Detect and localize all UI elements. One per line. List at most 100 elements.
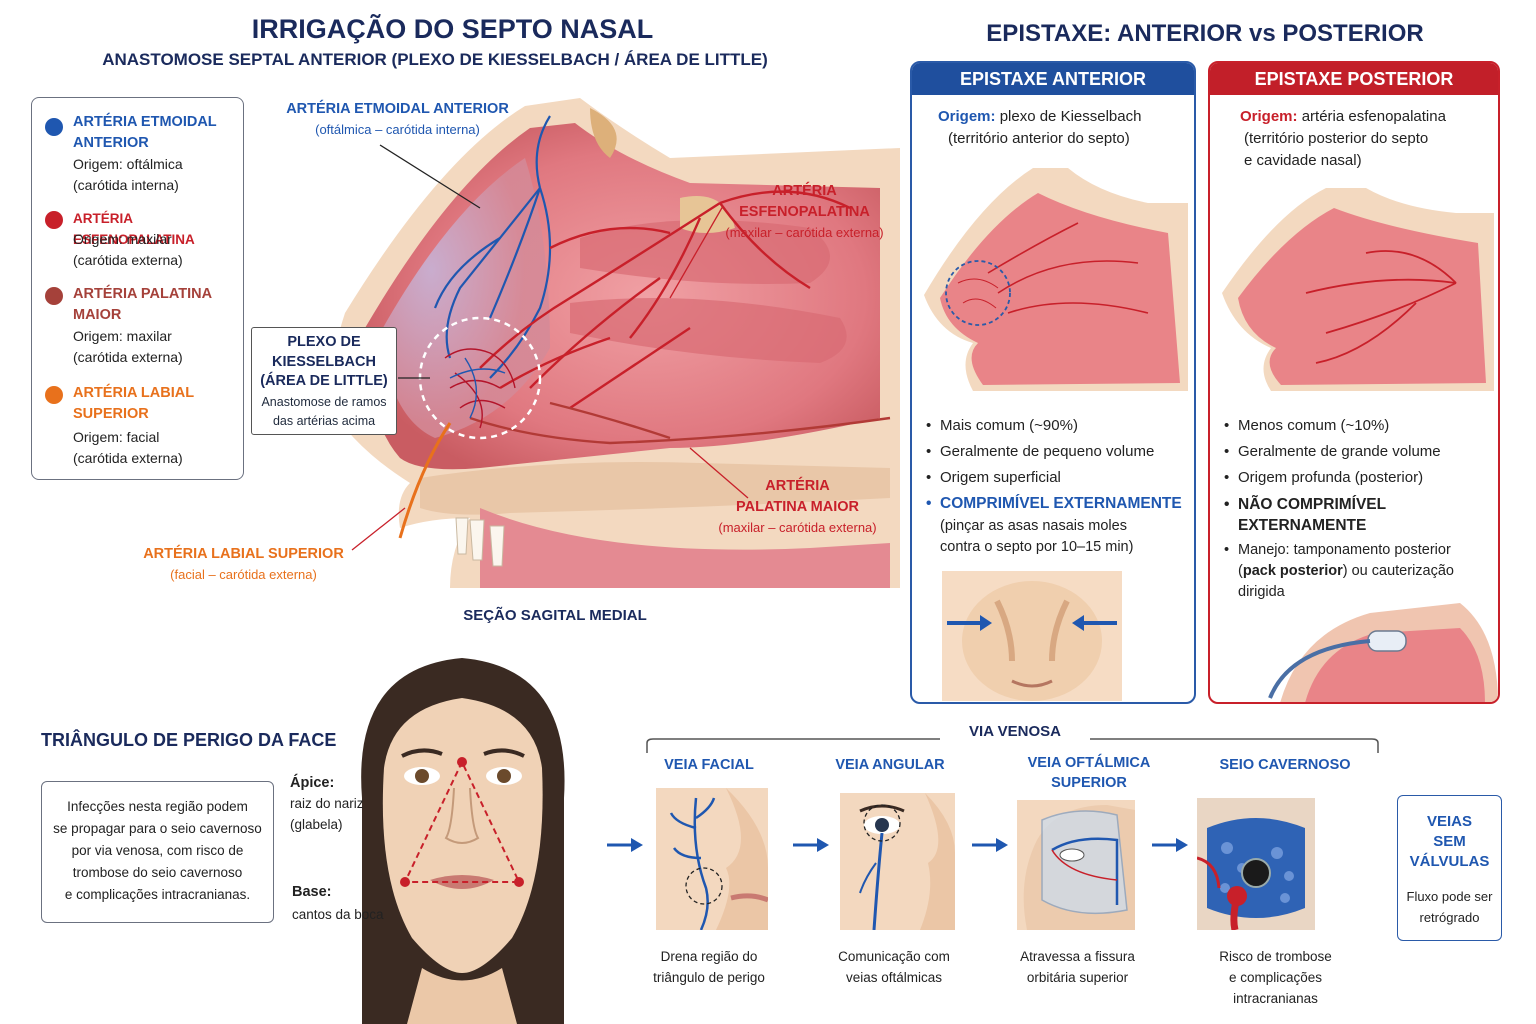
veias-sem-valvulas-box: VEIAS SEM VÁLVULAS Fluxo pode ser retróg… bbox=[1397, 795, 1502, 941]
valve-desc-line: retrógrado bbox=[1419, 910, 1480, 925]
step-desc-line: veias oftálmicas bbox=[845, 970, 943, 985]
triangle-info-line: por via venosa, com risco de bbox=[71, 843, 244, 858]
kiessel-line: (ÁREA DE LITTLE) bbox=[260, 373, 388, 389]
manejo-line: Manejo: tamponamento posterior bbox=[1238, 542, 1451, 558]
note-line: (pinçar as asas nasais moles bbox=[940, 518, 1127, 534]
legend-origin-line: Origem: oftálmica bbox=[73, 156, 183, 172]
manejo-line: dirigida bbox=[1238, 584, 1285, 600]
step-title-line: SEIO CAVERNOSO bbox=[1219, 757, 1351, 773]
kiessel-desc: Anastomose de ramos bbox=[261, 395, 387, 409]
page-subtitle: ANASTOMOSE SEPTAL ANTERIOR (PLEXO DE KIE… bbox=[102, 50, 768, 69]
legend-name-line: ANTERIOR bbox=[73, 135, 149, 151]
legend-name-line: MAIOR bbox=[73, 307, 122, 323]
triangle-title: TRIÂNGULO DE PERIGO DA FACE bbox=[41, 730, 337, 750]
label-palatina-sub: (maxilar – carótida externa) bbox=[718, 520, 877, 535]
seio-cavernoso-illustration bbox=[1197, 798, 1315, 930]
legend-origin: Origem: maxilar (carótida externa) bbox=[73, 229, 245, 271]
arrow-icon bbox=[1152, 838, 1188, 852]
via-venosa-label: VIA VENOSA bbox=[940, 723, 1090, 740]
apex-note: Ápice: raiz do nariz (glabela) bbox=[290, 775, 380, 835]
origin-text: e cavidade nasal) bbox=[1244, 152, 1362, 169]
kiessel-line: KIESSELBACH bbox=[272, 354, 376, 370]
base-label: Base: bbox=[292, 884, 332, 900]
label-esfenopalatina: ARTÉRIA ESFENOPALATINA (maxilar – caróti… bbox=[712, 181, 897, 242]
apex-text: raiz do nariz bbox=[290, 796, 364, 811]
posterior-manejo: •Manejo: tamponamento posterior (pack po… bbox=[1224, 540, 1498, 603]
label-etmoidal-title: ARTÉRIA ETMOIDAL ANTERIOR bbox=[286, 101, 509, 117]
step-title-line: VEIA OFTÁLMICA bbox=[1027, 755, 1151, 771]
triangle-info-line: e complicações intracranianas. bbox=[64, 887, 251, 902]
sagittal-section-illustration bbox=[332, 98, 900, 588]
note-line: contra o septo por 10–15 min) bbox=[940, 539, 1134, 555]
legend-name-line: ARTÉRIA ESFENOPALATINA bbox=[73, 211, 195, 247]
manejo-part: ( bbox=[1238, 563, 1243, 579]
veia-facial-illustration bbox=[656, 788, 768, 930]
legend-name: ARTÉRIA ESFENOPALATINA bbox=[73, 208, 245, 250]
legend-name: ARTÉRIA PALATINA MAIOR bbox=[73, 284, 245, 326]
legend-origin-line: Origem: maxilar bbox=[73, 231, 172, 247]
step-desc-veia-facial: Drena região do triângulo de perigo bbox=[640, 946, 778, 988]
triangle-info-line: Infecções nesta região podem bbox=[67, 799, 248, 814]
step-desc-line: e complicações bbox=[1228, 970, 1323, 985]
posterior-origin: Origem: artéria esfenopalatina (territór… bbox=[1240, 106, 1495, 172]
panel-epistaxe-anterior: EPISTAXE ANTERIOR Origem: plexo de Kiess… bbox=[910, 61, 1196, 704]
label-palatina: ARTÉRIA PALATINA MAIOR (maxilar – caróti… bbox=[705, 476, 890, 537]
arrow-icon bbox=[793, 838, 829, 852]
label-labial-title: ARTÉRIA LABIAL SUPERIOR bbox=[143, 546, 344, 562]
legend-name: ARTÉRIA ETMOIDAL ANTERIOR bbox=[73, 112, 245, 154]
label-esfeno-sub: (maxilar – carótida externa) bbox=[725, 225, 884, 240]
triangle-info-box: Infecções nesta região podem se propagar… bbox=[41, 781, 274, 923]
legend-origin-line: (carótida externa) bbox=[73, 450, 183, 466]
arrow-icon bbox=[607, 838, 643, 852]
step-title-veia-facial: VEIA FACIAL bbox=[640, 755, 778, 775]
label-palatina-line: PALATINA MAIOR bbox=[736, 499, 859, 515]
manejo-part: ) ou cauterização bbox=[1342, 563, 1454, 579]
label-esfeno-line: ARTÉRIA bbox=[772, 183, 837, 199]
valve-title-line: VÁLVULAS bbox=[1409, 853, 1490, 870]
anterior-bullets: Mais comum (~90%) Geralmente de pequeno … bbox=[926, 413, 1191, 517]
label-labial: ARTÉRIA LABIAL SUPERIOR (facial – caróti… bbox=[130, 544, 357, 584]
veia-angular-illustration bbox=[840, 793, 955, 930]
face-illustration bbox=[361, 658, 565, 1024]
step-title-veia-angular: VEIA ANGULAR bbox=[820, 755, 960, 775]
legend-origin: Origem: oftálmica (carótida interna) bbox=[73, 154, 245, 196]
bullet-item: Origem profunda (posterior) bbox=[1224, 465, 1494, 491]
legend-name-line: ARTÉRIA PALATINA bbox=[73, 286, 213, 302]
legend-origin-line: (carótida interna) bbox=[73, 177, 179, 193]
step-desc-line: intracranianas bbox=[1233, 991, 1318, 1006]
legend-origin: Origem: facial (carótida externa) bbox=[73, 427, 245, 469]
step-desc-line: Drena região do bbox=[660, 949, 758, 964]
label-etmoidal-sub: (oftálmica – carótida interna) bbox=[315, 122, 480, 137]
bullet-item: Geralmente de grande volume bbox=[1224, 439, 1494, 465]
triangle-info-line: trombose do seio cavernoso bbox=[72, 865, 243, 880]
step-desc-line: Comunicação com bbox=[838, 949, 950, 964]
apex-label: Ápice: bbox=[290, 775, 335, 791]
posterior-nose-illustration bbox=[1222, 188, 1494, 391]
legend-origin-line: Origem: facial bbox=[73, 429, 160, 445]
origin-text: (território posterior do septo bbox=[1244, 130, 1429, 147]
legend-name-line: ARTÉRIA LABIAL bbox=[73, 385, 195, 401]
legend-dot-icon bbox=[45, 118, 63, 136]
legend-name-line: ARTÉRIA ETMOIDAL bbox=[73, 114, 217, 130]
base-text: cantos da boca bbox=[292, 907, 384, 922]
bullet-item: Origem superficial bbox=[926, 465, 1191, 491]
anterior-origin: Origem: plexo de Kiesselbach (território… bbox=[938, 106, 1188, 150]
origin-label: Origem: bbox=[938, 108, 996, 125]
kiesselbach-callout: PLEXO DE KIESSELBACH (ÁREA DE LITTLE) An… bbox=[251, 327, 397, 435]
step-desc-seio-cavernoso: Risco de trombose e complicações intracr… bbox=[1198, 946, 1353, 1009]
step-title-line: VEIA ANGULAR bbox=[835, 757, 945, 773]
page-title: IRRIGAÇÃO DO SEPTO NASAL bbox=[251, 14, 654, 44]
artery-legend: ARTÉRIA ETMOIDAL ANTERIOR Origem: oftálm… bbox=[31, 97, 244, 480]
manejo-bold: pack posterior bbox=[1242, 563, 1343, 579]
triangle-info-line: se propagar para o seio cavernoso bbox=[53, 821, 262, 836]
valve-title-line: VEIAS bbox=[1426, 813, 1472, 830]
origin-text: plexo de Kiesselbach bbox=[999, 108, 1142, 125]
bullet-item: Menos comum (~10%) bbox=[1224, 413, 1494, 439]
posterior-pack-illustration bbox=[1268, 603, 1498, 702]
step-title-line: VEIA FACIAL bbox=[664, 757, 754, 773]
bullet-item: Mais comum (~90%) bbox=[926, 413, 1191, 439]
valve-title: VEIAS SEM VÁLVULAS bbox=[1398, 812, 1501, 872]
label-esfeno-line: ESFENOPALATINA bbox=[739, 204, 870, 220]
veia-oftalmica-illustration bbox=[1017, 800, 1135, 930]
step-desc-line: Risco de trombose bbox=[1219, 949, 1332, 964]
